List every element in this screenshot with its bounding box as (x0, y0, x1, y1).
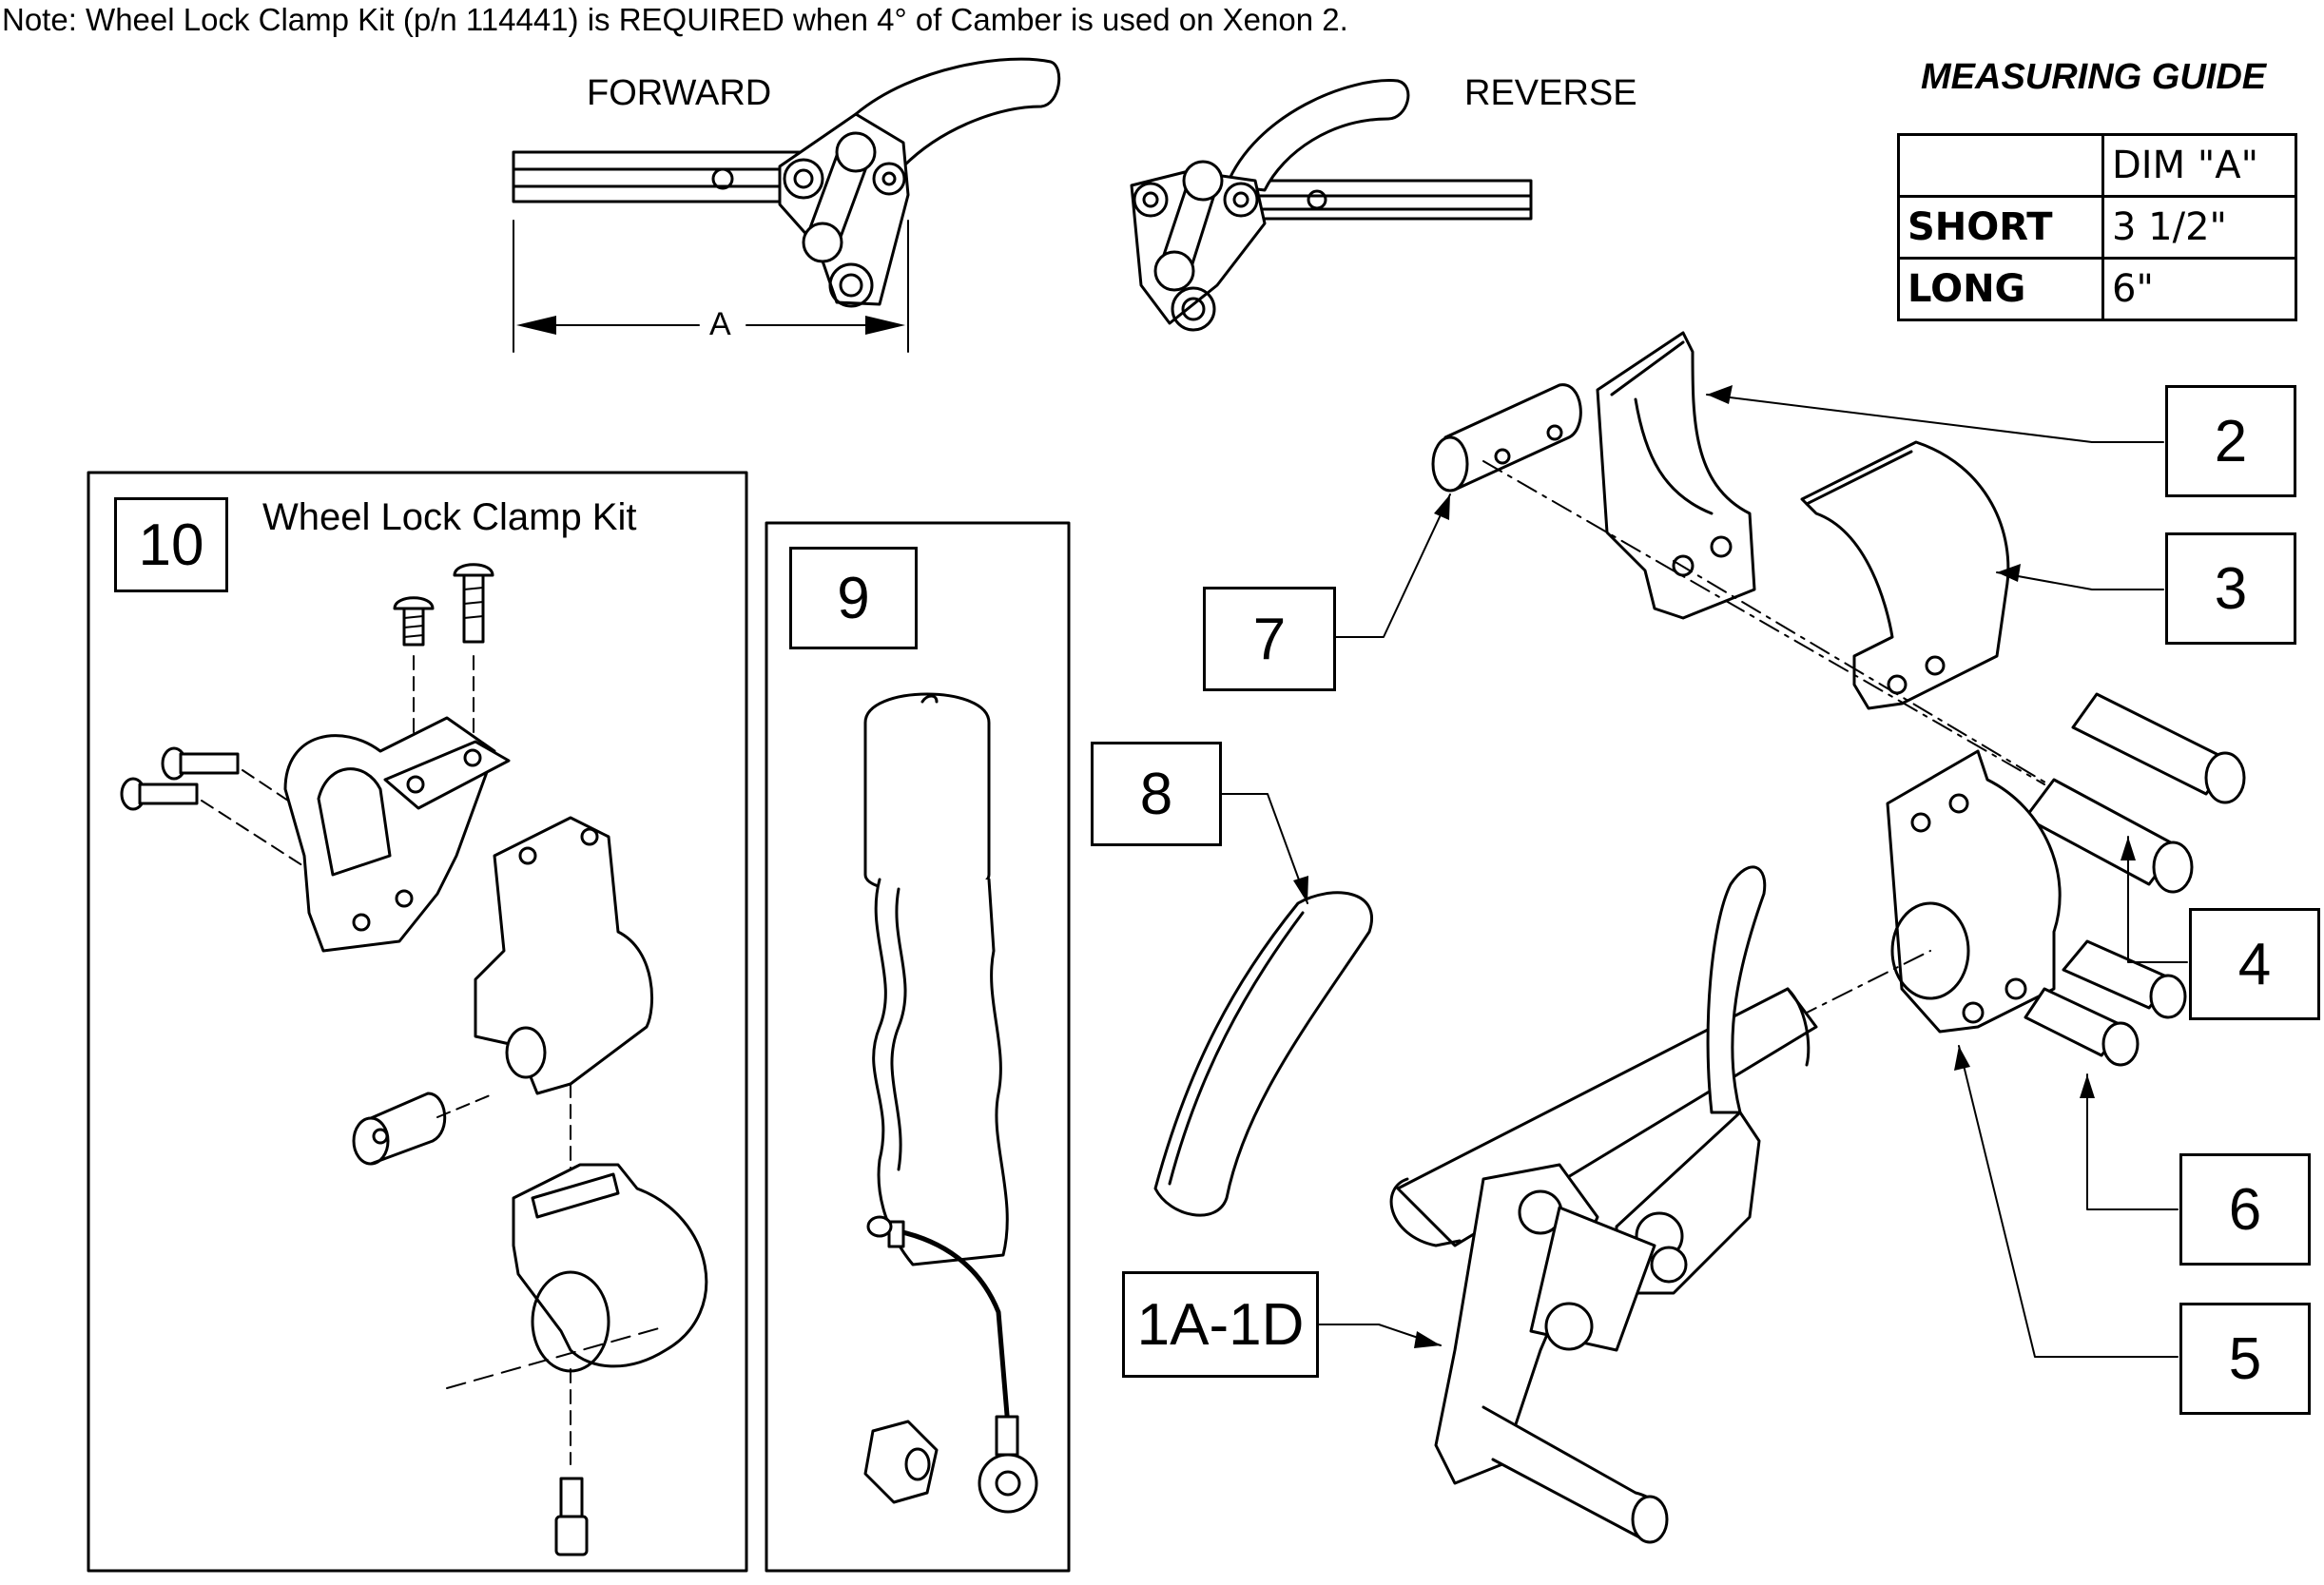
screws-4-drawing (2024, 692, 2246, 894)
table-row: LONG 6" (1897, 257, 2297, 321)
table-header-cell: DIM "A" (2101, 133, 2297, 198)
clamp-2-drawing (1596, 331, 1756, 620)
callout-8: 8 (1091, 742, 1222, 846)
kit-panel-frame (87, 471, 748, 1573)
kit-panel-drawing (120, 563, 708, 1556)
clamp-3-drawing (1800, 440, 2010, 710)
table-cell: 6" (2101, 257, 2297, 321)
callout-5: 5 (2179, 1303, 2311, 1415)
grip-panel-drawing (863, 692, 1038, 1514)
callout-1a-1d: 1A-1D (1122, 1271, 1319, 1378)
dimension-a-label: A (709, 306, 731, 343)
measuring-guide-title: MEASURING GUIDE (1921, 57, 2267, 97)
forward-wheel-lock-drawing (512, 57, 1061, 353)
measuring-guide-table: DIM "A" SHORT 3 1/2" LONG 6" (1897, 133, 2297, 321)
callout-10: 10 (114, 497, 228, 592)
callout-3: 3 (2165, 532, 2296, 645)
pad-8-drawing (1153, 891, 1373, 1217)
reverse-label: REVERSE (1464, 73, 1637, 113)
table-cell: 3 1/2" (2101, 195, 2297, 260)
kit-panel-title: Wheel Lock Clamp Kit (262, 496, 637, 538)
table-header-cell (1897, 133, 2104, 198)
grip-panel-frame (765, 521, 1071, 1573)
table-cell: SHORT (1897, 195, 2104, 260)
callout-7: 7 (1203, 587, 1336, 691)
reverse-wheel-lock-drawing (1130, 79, 1533, 332)
pin-7-drawing (1431, 383, 1582, 493)
callout-4: 4 (2189, 908, 2320, 1020)
callout-9: 9 (789, 547, 918, 649)
screws-6-drawing (2024, 939, 2187, 1067)
callout-6: 6 (2179, 1153, 2311, 1266)
forward-label: FORWARD (587, 73, 772, 113)
table-row: DIM "A" (1897, 133, 2297, 198)
camber-note: Note: Wheel Lock Clamp Kit (p/n 114441) … (2, 2, 1348, 37)
table-cell: LONG (1897, 257, 2104, 321)
wheel-lock-1a-1d-drawing (1389, 865, 1818, 1544)
clamp-5-drawing (1886, 749, 2062, 1034)
callout-2: 2 (2165, 385, 2296, 497)
table-row: SHORT 3 1/2" (1897, 195, 2297, 260)
